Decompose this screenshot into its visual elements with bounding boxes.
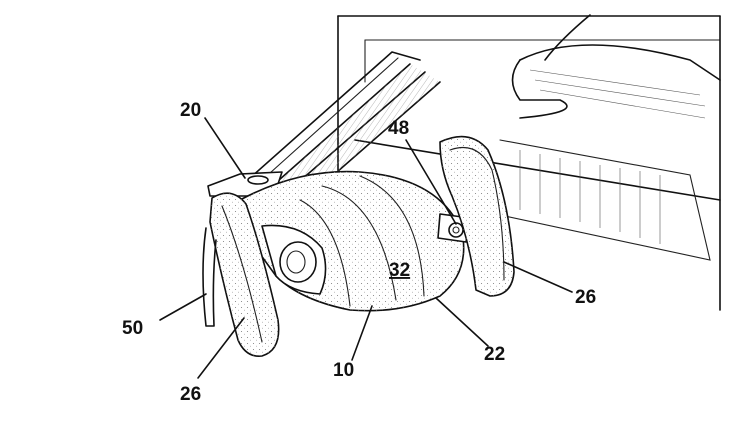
leader-lines (159, 117, 573, 379)
label-32: 32 (389, 260, 410, 281)
paddle-right (439, 135, 515, 297)
label-22: 22 (484, 344, 505, 365)
label-48: 48 (388, 118, 409, 139)
label-26-left: 26 (180, 384, 201, 405)
rail-track (249, 51, 441, 201)
cabinet-structure (337, 14, 721, 311)
paddle-left (209, 192, 280, 357)
device-body (239, 170, 465, 312)
label-50: 50 (122, 318, 143, 339)
label-10: 10 (333, 360, 354, 381)
blade-50 (202, 227, 217, 327)
label-26-right: 26 (575, 287, 596, 308)
label-20: 20 (180, 100, 201, 121)
